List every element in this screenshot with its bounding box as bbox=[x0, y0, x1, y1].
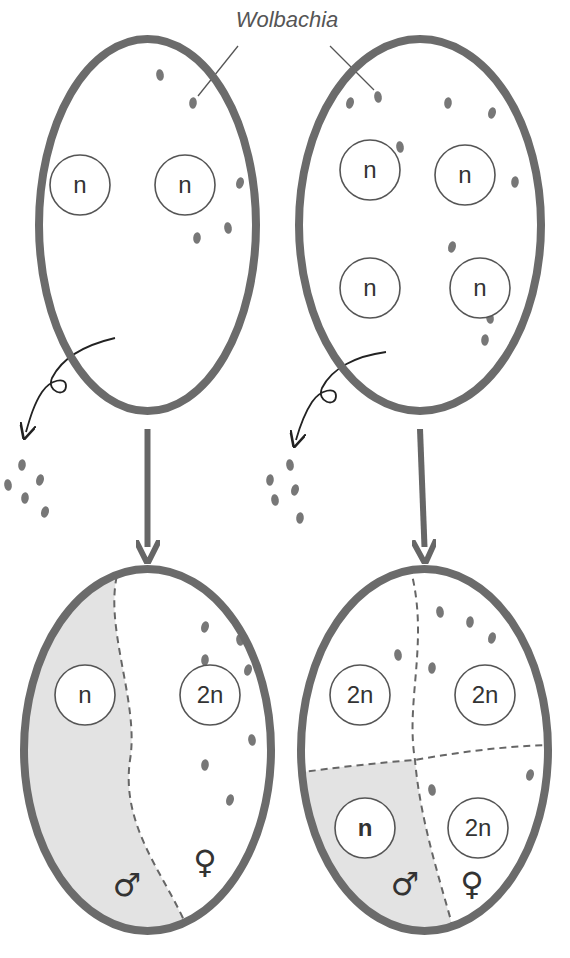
ploidy-label: 2n bbox=[465, 816, 492, 840]
nucleus-outline bbox=[450, 258, 510, 318]
wolbachia-dot bbox=[40, 505, 51, 518]
nucleus-outline bbox=[448, 798, 508, 858]
wolbachia-dot bbox=[225, 793, 236, 806]
nucleus-outline bbox=[335, 798, 395, 858]
dashed-boundary bbox=[297, 745, 552, 773]
male-region bbox=[0, 565, 190, 935]
cell: nn bbox=[35, 35, 260, 415]
shape-outline bbox=[20, 565, 275, 935]
wolbachia-dot bbox=[201, 759, 209, 771]
nucleus-outline bbox=[50, 155, 110, 215]
wolbachia-dot bbox=[235, 176, 246, 189]
wolbachia-dot bbox=[21, 492, 29, 504]
wolbachia-dot bbox=[447, 240, 458, 253]
wolbachia-dot bbox=[395, 141, 404, 154]
wolbachia-dot bbox=[444, 97, 452, 109]
shape-outline bbox=[35, 35, 260, 415]
wolbachia-dot bbox=[3, 479, 12, 492]
wolbachia-dot bbox=[525, 768, 536, 781]
wolbachia-dot bbox=[223, 222, 232, 235]
wolbachia-dot bbox=[201, 654, 209, 666]
development-arrow bbox=[420, 429, 425, 547]
wolbachia-dot bbox=[266, 474, 274, 486]
wolbachia-dot bbox=[247, 734, 256, 747]
nucleus-outline bbox=[455, 665, 515, 725]
development-arrow bbox=[145, 429, 151, 547]
nucleus-outline bbox=[155, 155, 215, 215]
wolbachia-dot bbox=[481, 334, 489, 346]
nucleus: n bbox=[54, 664, 116, 726]
cell-membrane bbox=[299, 39, 541, 411]
sex-symbol: ♂ bbox=[113, 869, 142, 901]
ploidy-label: n bbox=[78, 683, 91, 707]
wolbachia-dot bbox=[466, 616, 474, 628]
wolbachia-dot bbox=[393, 649, 402, 662]
nucleus: n bbox=[49, 154, 111, 216]
nucleus-outline bbox=[340, 140, 400, 200]
nucleus-outline bbox=[435, 145, 495, 205]
nucleus: 2n bbox=[179, 664, 241, 726]
nucleus: 2n bbox=[329, 664, 391, 726]
cell: ♂ ♀ 2n 2n n 2n bbox=[297, 565, 552, 935]
sex-symbol: ♂ bbox=[391, 868, 420, 900]
shape-outline bbox=[297, 565, 552, 935]
wolbachia-dot bbox=[290, 483, 301, 496]
wolbachia-dot bbox=[487, 106, 498, 119]
wolbachia-dot bbox=[428, 662, 436, 674]
nucleus-outline bbox=[180, 665, 240, 725]
ploidy-label: n bbox=[473, 276, 486, 300]
wolbachia-dot bbox=[200, 620, 211, 633]
cell: ♂ ♀ n 2n bbox=[20, 565, 275, 935]
nucleus: n bbox=[449, 257, 511, 319]
wolbachia-dot bbox=[373, 91, 382, 104]
ploidy-label: n bbox=[178, 173, 191, 197]
nucleus: 2n bbox=[447, 797, 509, 859]
nucleus: n bbox=[334, 797, 396, 859]
wolbachia-dot bbox=[18, 459, 26, 471]
nucleus-outline bbox=[340, 258, 400, 318]
sex-symbol: ♀ bbox=[460, 868, 483, 900]
ploidy-label: n bbox=[363, 158, 376, 182]
cell-membrane bbox=[24, 569, 271, 931]
wolbachia-dot bbox=[270, 494, 279, 507]
wolbachia-dot bbox=[193, 232, 201, 244]
nucleus: n bbox=[339, 139, 401, 201]
wolbachia-dot bbox=[35, 473, 46, 486]
wolbachia-dot bbox=[285, 459, 294, 472]
nucleus: n bbox=[434, 144, 496, 206]
nucleus-outline bbox=[330, 665, 390, 725]
wolbachia-dot bbox=[511, 176, 519, 188]
cell-membrane bbox=[301, 569, 548, 931]
nucleus: n bbox=[154, 154, 216, 216]
nucleus: 2n bbox=[454, 664, 516, 726]
wolbachia-dot bbox=[487, 631, 498, 644]
cell: n n n n bbox=[295, 35, 545, 415]
ploidy-label: n bbox=[73, 173, 86, 197]
wolbachia-dot bbox=[345, 96, 356, 109]
ploidy-label: n bbox=[458, 163, 471, 187]
cell-membrane bbox=[39, 39, 256, 411]
ploidy-label: 2n bbox=[197, 683, 224, 707]
wolbachia-dot bbox=[435, 606, 444, 619]
nucleus: n bbox=[339, 257, 401, 319]
ploidy-label: 2n bbox=[472, 683, 499, 707]
wolbachia-dot bbox=[296, 512, 304, 524]
shape-outline bbox=[295, 35, 545, 415]
callout-label: Wolbachia bbox=[236, 9, 339, 31]
wolbachia-dot bbox=[427, 784, 436, 797]
wolbachia-dot bbox=[189, 97, 197, 109]
ploidy-label: 2n bbox=[347, 683, 374, 707]
wolbachia-dot bbox=[155, 69, 164, 82]
ploidy-label: n bbox=[358, 816, 373, 840]
wolbachia-dot bbox=[243, 663, 254, 676]
ploidy-label: n bbox=[363, 276, 376, 300]
sex-symbol: ♀ bbox=[193, 846, 216, 878]
nucleus-outline bbox=[55, 665, 115, 725]
